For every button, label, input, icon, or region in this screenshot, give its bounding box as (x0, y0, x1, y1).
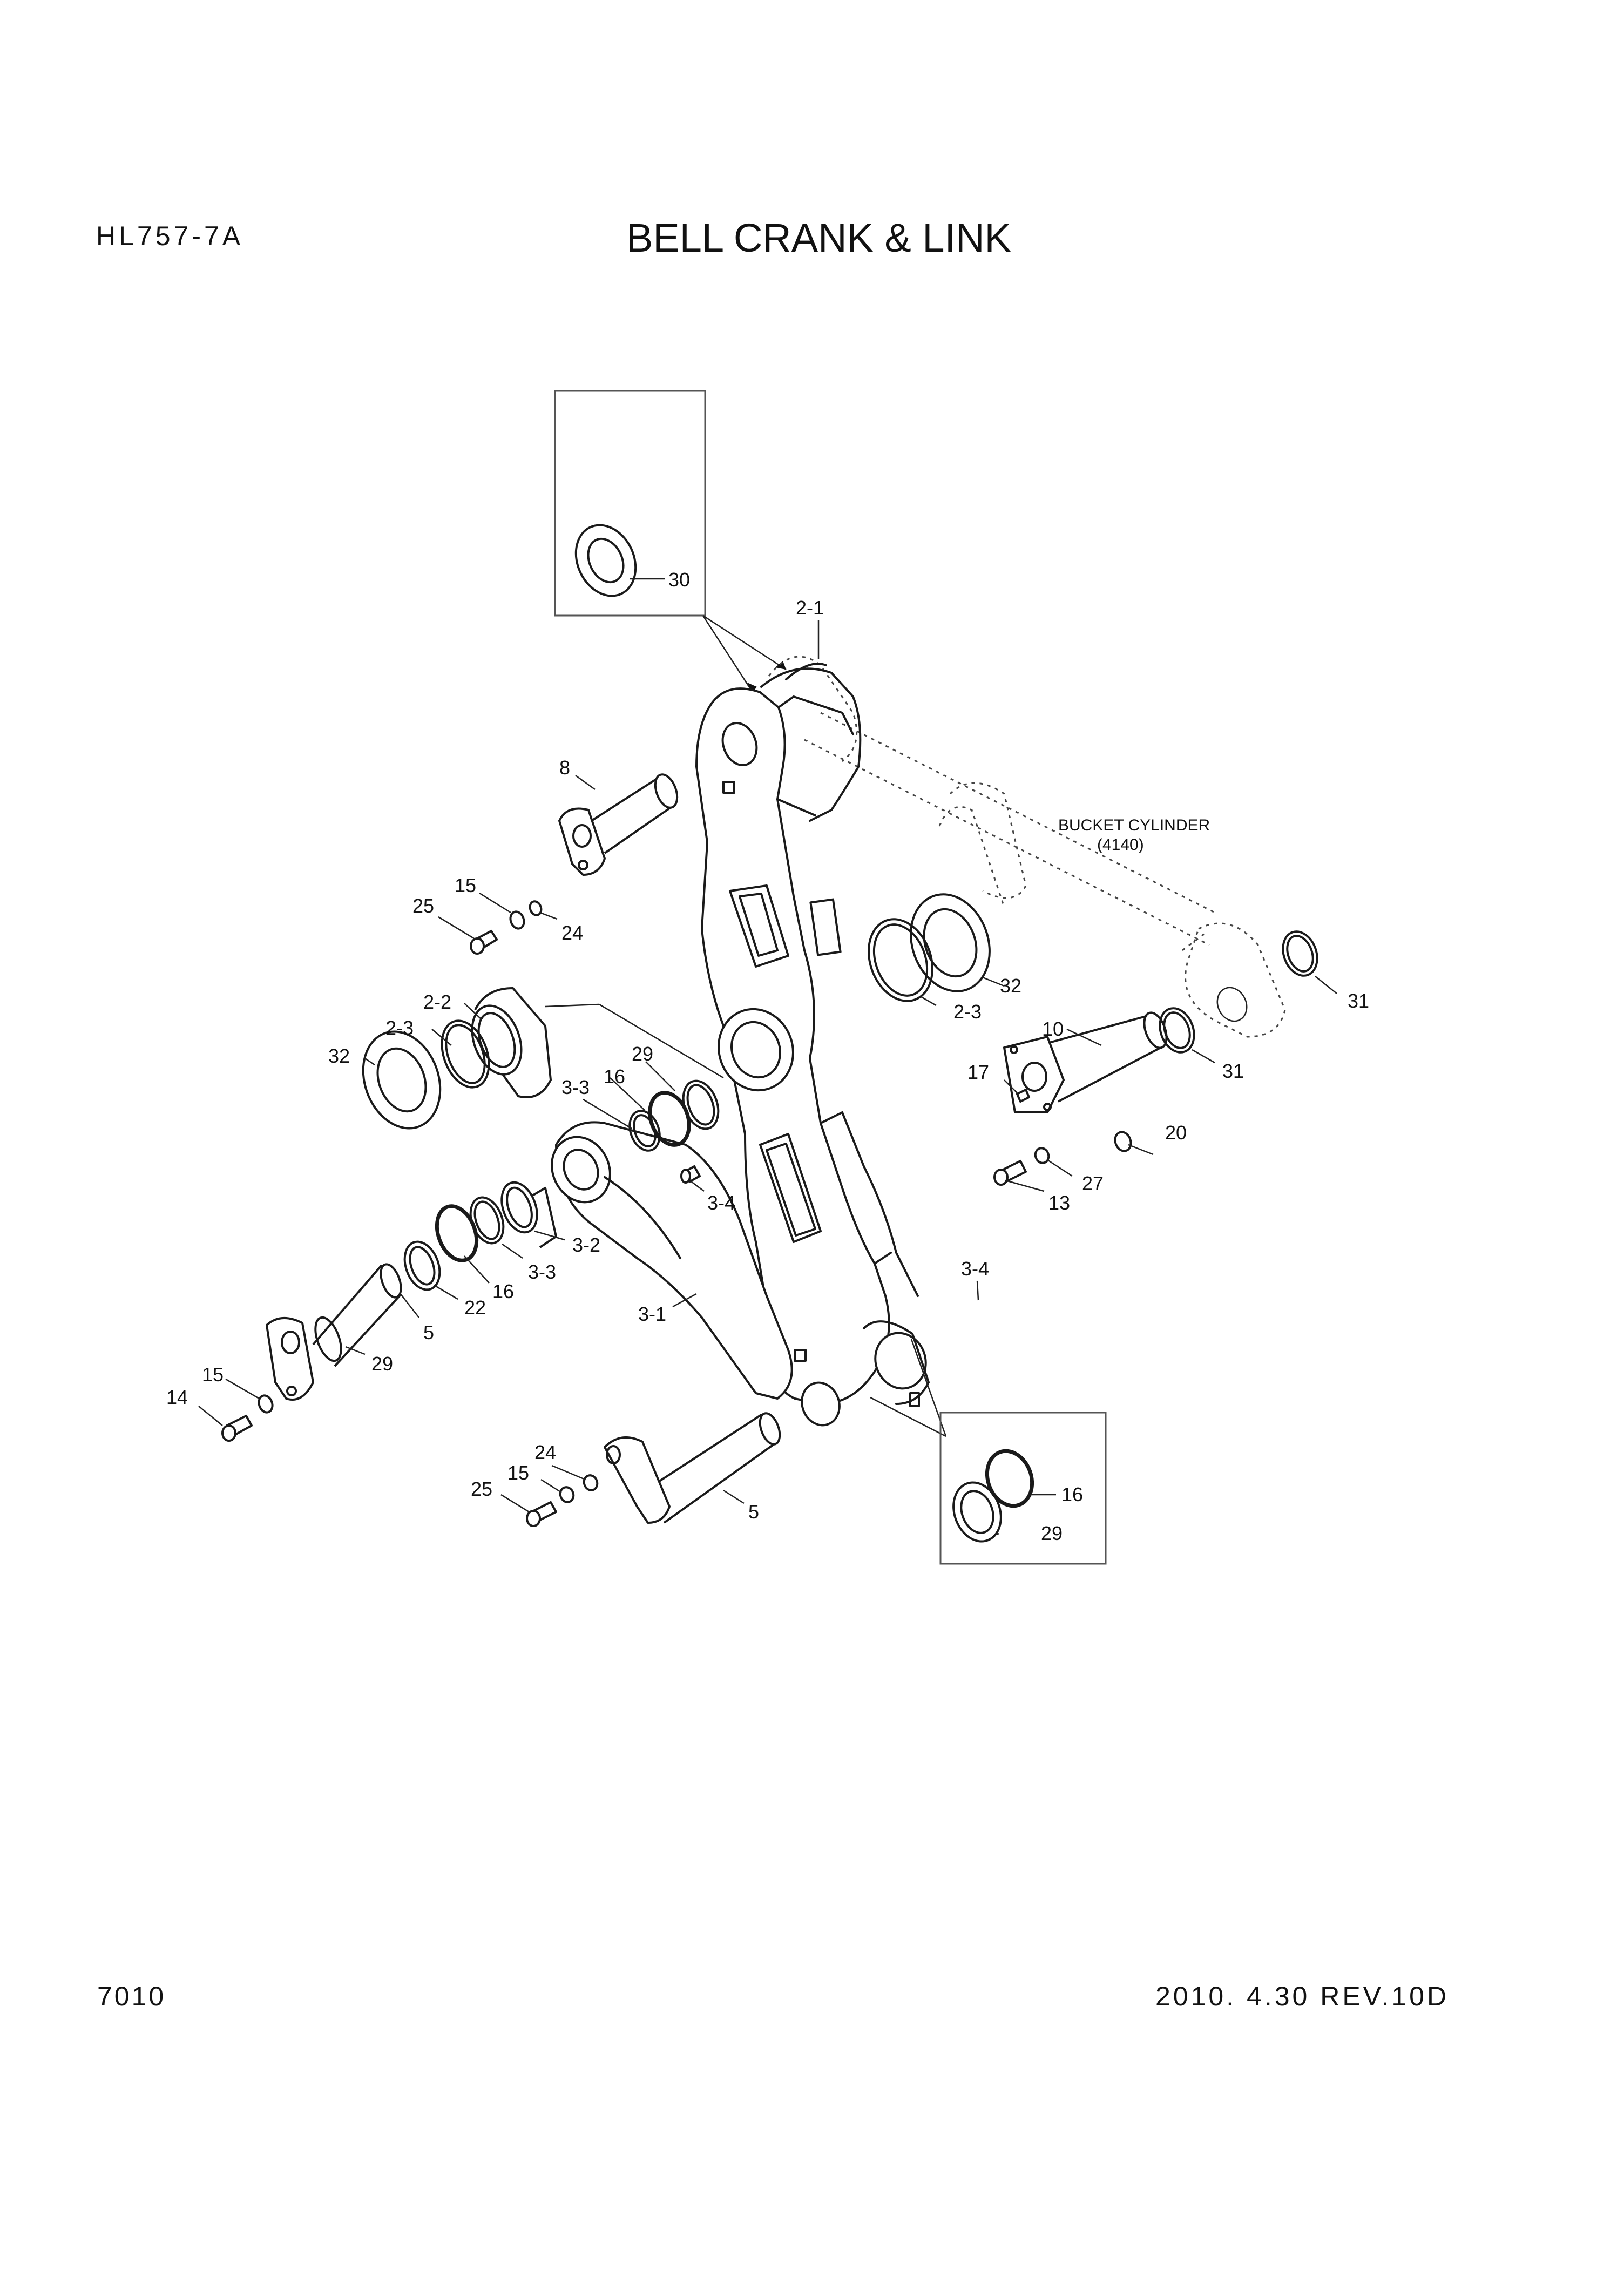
bucket-cylinder-label: BUCKET CYLINDER (1058, 816, 1210, 834)
callout-32: 32 (1000, 975, 1021, 997)
callout-3-4-lower: 3-4 (961, 1258, 989, 1280)
page-number: 7010 (97, 1981, 166, 2011)
callout-24: 24 (561, 922, 583, 944)
callout-32-left: 32 (328, 1045, 350, 1067)
link-arm (551, 1121, 793, 1400)
callout-15-lower: 15 (202, 1363, 224, 1386)
callout-8: 8 (559, 757, 570, 779)
callout-29-box: 29 (1041, 1522, 1063, 1544)
detail-box-washer-30 (554, 390, 787, 693)
callout-leaders (198, 620, 1337, 1513)
callout-2-3-left: 2-3 (385, 1017, 414, 1039)
callout-2-2: 2-2 (423, 991, 451, 1013)
bell-crank-body (695, 663, 947, 1437)
callout-29: 29 (632, 1043, 653, 1065)
callout-16-box: 16 (1061, 1483, 1083, 1505)
callout-5: 5 (423, 1321, 434, 1343)
bushing-left-upper (362, 987, 724, 1130)
callout-16-lower: 16 (492, 1280, 514, 1302)
callout-31: 31 (1348, 990, 1369, 1012)
pin-10 (993, 930, 1318, 1186)
callout-25-bottom: 25 (471, 1478, 492, 1500)
pin-5-bottom (526, 1412, 781, 1527)
callout-31-lower: 31 (1222, 1060, 1244, 1082)
callout-27: 27 (1082, 1172, 1104, 1194)
callout-labels: 30 2-1 8 15 25 24 32 2-3 31 2-2 2-3 32 1… (166, 569, 1369, 1544)
bucket-cylinder-ref: (4140) (1097, 836, 1144, 854)
callout-10: 10 (1042, 1018, 1064, 1040)
pin-5-left (221, 1263, 402, 1442)
bushing-lower-left (403, 1181, 557, 1291)
callout-3-2: 3-2 (572, 1234, 600, 1256)
callout-3-1: 3-1 (638, 1303, 666, 1325)
callout-29-lower: 29 (371, 1353, 393, 1375)
rings-center (628, 1079, 720, 1184)
callout-20: 20 (1165, 1122, 1187, 1144)
callout-15: 15 (455, 874, 476, 896)
detail-box-rings (939, 1412, 1107, 1565)
callout-22: 22 (464, 1296, 486, 1319)
callout-14: 14 (166, 1386, 188, 1408)
callout-13: 13 (1048, 1192, 1070, 1214)
callout-25: 25 (412, 895, 434, 917)
pin-8 (558, 773, 679, 876)
callout-24-bottom: 24 (534, 1441, 556, 1463)
washers-right-upper (868, 893, 991, 1002)
revision-date: 2010. 4.30 REV.10D (1155, 1981, 1450, 2011)
model-number: HL757-7A (96, 221, 244, 251)
callout-16: 16 (604, 1065, 625, 1088)
callout-3-3-lower: 3-3 (528, 1261, 556, 1283)
callout-2-3: 2-3 (953, 1001, 982, 1023)
fasteners-upper-left (470, 900, 543, 955)
callout-2-1: 2-1 (796, 597, 824, 619)
callout-3-3: 3-3 (561, 1076, 590, 1098)
callout-5-bottom: 5 (748, 1501, 759, 1523)
callout-17: 17 (967, 1061, 989, 1083)
page-title: BELL CRANK & LINK (626, 215, 1011, 260)
callout-15-bottom: 15 (508, 1462, 529, 1484)
callout-3-4: 3-4 (707, 1192, 735, 1214)
callout-30: 30 (668, 569, 690, 591)
bucket-cylinder-phantom (768, 656, 1286, 1038)
